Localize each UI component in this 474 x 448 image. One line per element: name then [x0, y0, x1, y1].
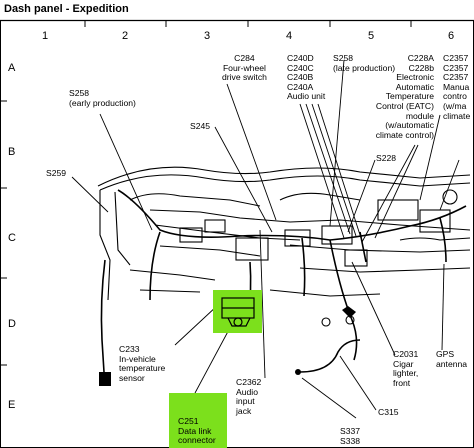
- row-label-a: A: [8, 62, 16, 74]
- gps-antenna-lead: [299, 339, 361, 373]
- column-label-2: 2: [122, 30, 129, 42]
- callout-s258-late: S258(late production): [333, 53, 396, 73]
- row-label-c: C: [8, 232, 16, 244]
- c251-label-highlight: [169, 393, 227, 448]
- leader-lines: [71, 59, 460, 419]
- connector-c233-body: [99, 372, 111, 386]
- row-ticks: [1, 100, 7, 366]
- row-label-d: D: [8, 318, 16, 330]
- aux-jack-body: [342, 306, 356, 318]
- row-label-e: E: [8, 399, 16, 411]
- callout-s228: S228: [376, 153, 397, 163]
- column-ticks: [84, 21, 412, 27]
- column-label-3: 3: [204, 30, 211, 42]
- row-label-b: B: [8, 146, 16, 158]
- callout-s258-early: S258(early production): [69, 88, 136, 108]
- column-label-5: 5: [368, 30, 375, 42]
- column-label-4: 4: [286, 30, 293, 42]
- callout-c315: C315: [378, 407, 399, 417]
- diagram-title: Dash panel - Expedition: [4, 3, 129, 15]
- callout-s259: S259: [46, 168, 67, 178]
- gps-antenna-end: [295, 369, 301, 375]
- callout-s245: S245: [190, 121, 211, 131]
- c251-connector-drawing: [221, 297, 255, 327]
- column-label-1: 1: [42, 30, 49, 42]
- column-label-6: 6: [448, 30, 455, 42]
- wiring-harness: [100, 189, 467, 373]
- dash-panel-outline: [97, 166, 471, 327]
